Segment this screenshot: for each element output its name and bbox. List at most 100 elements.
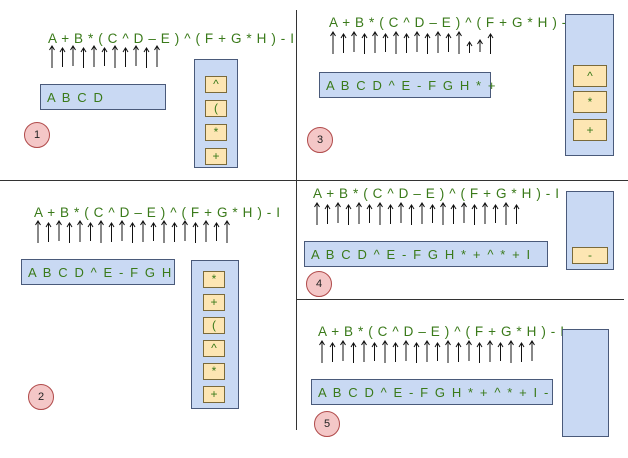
scan-arrow	[372, 31, 378, 53]
scan-arrow	[445, 340, 451, 363]
operator-stack-empty	[562, 329, 609, 437]
scan-arrow	[45, 222, 52, 242]
infix-expression: A + B * ( C ^ D – E ) ^ ( F + G * H ) - …	[329, 15, 576, 30]
scan-arrow	[319, 340, 325, 363]
scan-arrow	[398, 202, 404, 223]
scan-arrow	[477, 39, 483, 52]
scan-arrow	[59, 47, 66, 67]
scan-arrow	[377, 202, 383, 225]
scan-arrows	[35, 220, 230, 243]
step-number-badge: 2	[28, 384, 54, 410]
scan-arrow	[112, 45, 118, 68]
scan-arrow	[35, 220, 41, 243]
infix-expression: A + B * ( C ^ D – E ) ^ ( F + G * H ) - …	[34, 205, 281, 220]
scan-arrow	[87, 222, 94, 241]
scan-arrow	[382, 340, 388, 363]
scan-arrow	[129, 222, 136, 243]
scan-arrow	[224, 220, 230, 243]
stack-cell: +	[203, 294, 225, 311]
scan-arrow	[476, 342, 483, 363]
stack-cell: *	[203, 271, 225, 288]
postfix-output: A B C D ^ E - F G H * +	[319, 72, 496, 98]
scan-arrow	[356, 202, 362, 224]
scan-arrow	[203, 220, 209, 242]
scan-arrow	[387, 204, 394, 224]
scan-arrow	[340, 340, 346, 361]
infix-expression: A + B * ( C ^ D – E ) ^ ( F + G * H ) - …	[318, 324, 565, 339]
scan-arrow	[487, 33, 494, 54]
scan-arrow	[456, 31, 462, 54]
scan-arrow	[77, 220, 83, 242]
right-horizontal-divider	[296, 299, 624, 300]
scan-arrow	[435, 31, 441, 53]
stack-cell: ^	[203, 340, 225, 357]
scan-arrows	[330, 31, 494, 54]
scan-arrow	[392, 342, 399, 362]
scan-arrow	[161, 220, 167, 243]
scan-arrow	[192, 222, 199, 243]
scan-arrow	[450, 204, 457, 224]
scan-arrow	[424, 33, 431, 54]
infix-expression: A + B * ( C ^ D – E ) ^ ( F + G * H ) - …	[313, 186, 560, 201]
scan-arrow	[80, 47, 87, 68]
scan-arrow	[414, 31, 420, 52]
scan-arrow	[119, 220, 125, 241]
postfix-output: A B C D ^ E - F G H * + ^ * + I	[304, 241, 548, 267]
stack-cell: +	[203, 386, 225, 403]
stack-cell: -	[572, 247, 608, 264]
scan-arrow	[101, 47, 108, 66]
stack-cell: +	[573, 119, 607, 141]
scan-arrow	[482, 202, 488, 224]
scan-arrow	[440, 202, 446, 225]
scan-arrow	[487, 340, 493, 362]
scan-arrow	[350, 342, 357, 363]
scan-arrow	[70, 45, 76, 66]
scan-arrow	[182, 220, 188, 241]
scan-arrow	[340, 33, 347, 53]
scan-arrow	[445, 33, 452, 52]
postfix-output: A B C D ^ E - F G H * + ^ * + I -	[311, 379, 553, 405]
scan-arrow	[434, 342, 441, 361]
scan-arrow	[361, 33, 368, 54]
scan-arrow	[66, 222, 73, 243]
scan-arrow	[513, 204, 520, 224]
scan-arrows	[49, 45, 160, 68]
scan-arrow	[424, 340, 430, 362]
scan-arrow	[461, 202, 467, 223]
scan-arrow	[140, 220, 146, 242]
scan-arrow	[133, 45, 139, 66]
scan-arrow	[324, 204, 331, 224]
scan-arrow	[98, 220, 104, 243]
scan-arrows	[319, 340, 535, 363]
scan-arrow	[213, 222, 220, 241]
scan-arrow	[419, 202, 425, 224]
step-number-badge: 5	[314, 411, 340, 437]
scan-arrow	[154, 45, 160, 67]
scan-arrow	[371, 342, 378, 361]
step-number-badge: 4	[306, 271, 332, 297]
stack-cell: ^	[205, 76, 227, 93]
scan-arrow	[108, 222, 115, 242]
scan-arrow	[471, 204, 478, 225]
scan-arrow	[403, 340, 409, 361]
scan-arrow	[314, 202, 320, 225]
scan-arrow	[122, 47, 129, 67]
stack-cell: (	[205, 100, 227, 117]
scan-arrow	[492, 204, 499, 223]
scan-arrow	[466, 340, 472, 361]
scan-arrow	[508, 340, 514, 363]
scan-arrow	[455, 342, 462, 362]
stack-cell: *	[573, 91, 607, 113]
stack-cell: +	[205, 148, 227, 165]
scan-arrow	[335, 202, 341, 223]
scan-arrow	[413, 342, 420, 363]
scan-arrow	[429, 204, 436, 223]
stack-cell: ^	[573, 65, 607, 87]
scan-arrows	[314, 202, 520, 225]
scan-arrow	[56, 220, 62, 241]
scan-arrow	[143, 47, 150, 68]
stack-cell: (	[203, 317, 225, 334]
scan-arrow	[497, 342, 504, 361]
stack-cell: *	[205, 124, 227, 141]
scan-arrow	[529, 340, 535, 361]
